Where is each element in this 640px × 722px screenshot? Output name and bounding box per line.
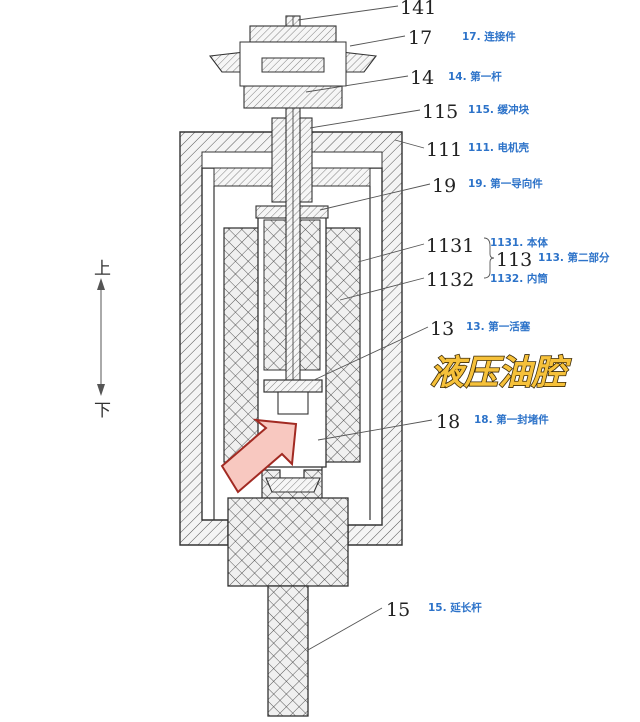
label-text-14: 14. 第一杆 [448,70,502,83]
label-number-1131: 1131 [426,235,474,257]
piston-13 [263,379,323,415]
label-number-15: 15 [386,599,410,621]
leader-lines [297,5,495,651]
text-layer: 141 17 17. 连接件 14 14. 第一杆 115 115. 缓冲块 111 111. … [94,0,610,621]
label-number-115: 115 [422,101,458,123]
extension-rod-15 [227,497,349,717]
label-number-111: 111 [426,139,462,161]
seal-18 [265,477,321,493]
label-text-15: 15. 延长杆 [428,601,482,614]
inner-liner [213,186,371,520]
direction-down-label: 下 [94,401,111,421]
highlight-arrow [220,418,298,494]
hydraulic-chamber-label: 液压油腔 [430,353,572,393]
label-number-19: 19 [432,175,456,197]
label-text-19: 19. 第一导向件 [468,177,543,190]
connector-17 [208,25,378,109]
label-text-113: 113. 第二部分 [538,251,610,264]
label-text-13: 13. 第一活塞 [466,320,531,333]
label-number-18: 18 [436,411,460,433]
label-number-113: 113 [496,249,532,271]
label-number-14: 14 [410,67,434,89]
label-number-13: 13 [430,318,454,340]
label-number-1132: 1132 [426,269,474,291]
direction-indicator [97,278,105,396]
label-text-1132: 1132. 内筒 [490,272,548,285]
label-number-141: 141 [400,0,436,19]
label-text-18: 18. 第一封堵件 [474,413,549,426]
label-text-1131: 1131. 本体 [490,236,548,249]
label-text-115: 115. 缓冲块 [468,103,530,116]
label-text-111: 111. 电机壳 [468,141,530,154]
label-text-17: 17. 连接件 [462,30,516,43]
label-number-17: 17 [408,27,432,49]
direction-up-label: 上 [94,259,111,279]
